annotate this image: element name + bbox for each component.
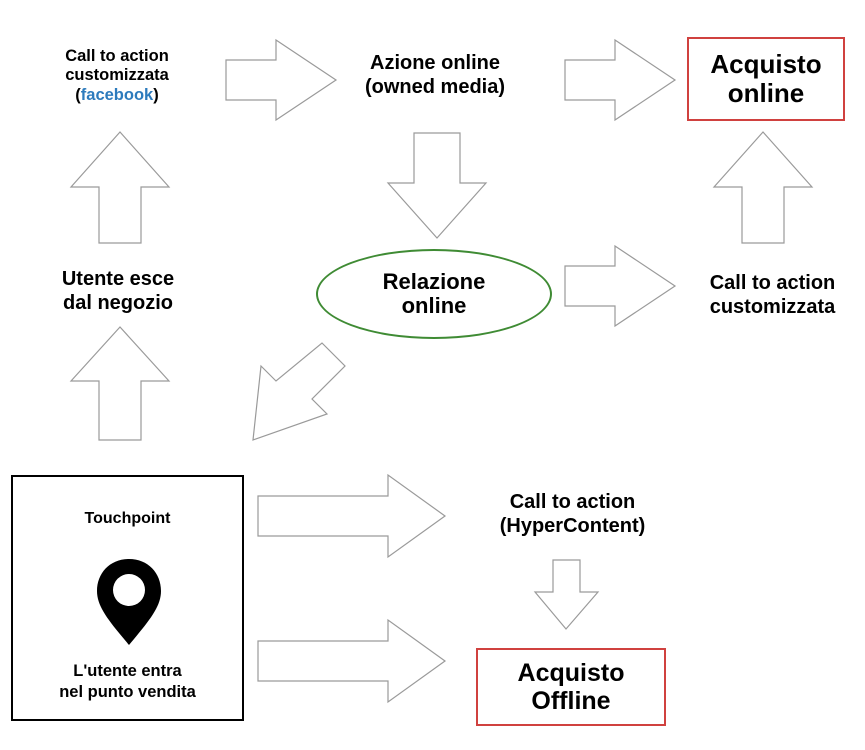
touchpoint-line2: nel punto vendita: [59, 683, 196, 702]
node-utente-esce-line2: dal negozio: [63, 291, 173, 314]
node-acquisto-online: Acquisto online: [687, 37, 845, 121]
node-cta-facebook-line3: (facebook): [42, 86, 192, 105]
location-pin-icon: [97, 559, 161, 645]
touchpoint-description: L'utente entra nel punto vendita: [13, 661, 242, 704]
node-cta-customizzata: Call to action customizzata: [680, 272, 865, 319]
arrow-relazione-to-touchpoint: [252, 342, 346, 441]
node-relazione-online: Relazione online: [316, 249, 552, 339]
arrow-touchpoint-to-hypercontent: [257, 473, 447, 559]
node-cta-hypercontent-line2: (HyperContent): [499, 514, 646, 537]
paren-close: ): [153, 85, 159, 104]
arrow-touchpoint-to-esce: [69, 326, 171, 441]
arrow-hypercontent-to-offline: [533, 559, 600, 630]
paren-open: (: [75, 85, 81, 104]
node-azione-online-line1: Azione online: [370, 52, 500, 74]
touchpoint-title: Touchpoint: [84, 510, 171, 527]
arrow-cta-to-acquisto-online: [712, 131, 814, 244]
arrow-azione-to-acquisto-online: [564, 38, 677, 122]
node-cta-facebook: Call to action customizzata (facebook): [42, 47, 192, 105]
node-cta-customizzata-line2: customizzata: [709, 295, 836, 318]
touchpoint-line1: L'utente entra: [73, 662, 182, 680]
node-acquisto-offline-line2: Offline: [531, 687, 611, 715]
node-utente-esce-line1: Utente esce: [61, 268, 175, 290]
arrow-relazione-to-cta: [564, 244, 677, 328]
node-relazione-online-line2: online: [401, 293, 467, 318]
node-azione-online: Azione online (owned media): [325, 52, 545, 99]
node-cta-hypercontent-line1: Call to action: [509, 491, 636, 513]
arrow-touchpoint-to-offline: [257, 618, 447, 704]
node-touchpoint: Touchpoint L'utente entra nel punto vend…: [11, 475, 244, 721]
node-acquisto-online-line2: online: [727, 78, 805, 108]
node-acquisto-online-line1: Acquisto: [710, 48, 822, 79]
arrow-cta-to-azione: [225, 38, 338, 122]
node-cta-facebook-line2: customizzata: [65, 66, 169, 85]
arrow-azione-to-relazione: [386, 132, 488, 239]
node-acquisto-offline: Acquisto Offline: [476, 648, 666, 726]
node-cta-hypercontent: Call to action (HyperContent): [460, 491, 685, 538]
facebook-brand-text: facebook: [80, 85, 154, 104]
node-acquisto-offline-line1: Acquisto: [517, 659, 625, 687]
node-cta-facebook-line1: Call to action: [65, 47, 169, 65]
node-utente-esce: Utente esce dal negozio: [28, 268, 208, 315]
node-cta-customizzata-line1: Call to action: [709, 272, 836, 294]
arrow-esce-to-cta-facebook: [69, 131, 171, 244]
node-azione-online-line2: (owned media): [364, 75, 505, 98]
node-relazione-online-line1: Relazione: [382, 268, 486, 294]
